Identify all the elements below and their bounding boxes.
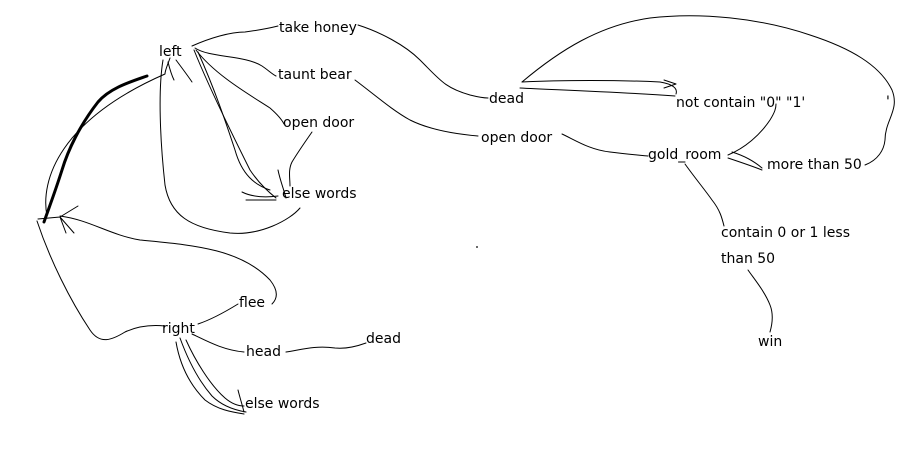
node-win: win xyxy=(758,334,783,350)
edge-right-head xyxy=(191,333,245,353)
start-bold-stroke xyxy=(42,74,149,224)
node-gold-room: gold_room xyxy=(648,147,722,163)
edge-gold-room-more-than-50 xyxy=(727,151,763,171)
node-take-honey: take honey xyxy=(279,20,357,36)
edge-else-words-marks xyxy=(241,169,287,201)
edge-right-else-words xyxy=(179,337,247,413)
edge-right-else-words-mark xyxy=(237,389,245,413)
node-contain-line1: contain 0 or 1 less xyxy=(721,225,850,241)
node-taunt-bear: taunt bear xyxy=(278,67,352,83)
stray-dot xyxy=(476,246,478,248)
edge-start-left xyxy=(45,57,171,217)
edge-head-dead xyxy=(285,342,367,353)
node-flee: flee xyxy=(239,295,266,311)
edge-left-take-honey xyxy=(191,25,279,47)
node-dead-top: dead xyxy=(489,91,524,107)
node-head: head xyxy=(246,344,281,360)
edge-gold-room-not-contain xyxy=(727,103,777,156)
edge-dead-big-loop xyxy=(521,15,895,166)
node-apostrophe: ' xyxy=(886,94,890,110)
edge-dead-not-contain xyxy=(521,79,677,95)
node-contain-line2: than 50 xyxy=(721,251,776,267)
start-fork-mark xyxy=(37,205,79,234)
edge-right-flee xyxy=(197,303,239,325)
node-open-door-mid: open door xyxy=(481,130,553,146)
node-not-contain: not contain "0" "1' xyxy=(676,95,806,111)
node-else-words-right: else words xyxy=(245,396,320,412)
edge-left-else-words-b xyxy=(197,51,271,191)
edge-start-right xyxy=(36,220,166,341)
edge-taunt-bear-open-door xyxy=(354,79,479,137)
edge-left-taunt-bear xyxy=(194,47,277,77)
node-open-door-left: open door xyxy=(283,115,355,131)
edge-left-open-door xyxy=(195,49,285,125)
edge-left-small-tick xyxy=(167,59,193,83)
edge-left-loop xyxy=(159,59,301,234)
edge-start-arc xyxy=(59,215,277,305)
edge-open-door-gold-room xyxy=(561,133,649,157)
node-left: left xyxy=(159,44,182,60)
edge-gold-room-contain xyxy=(684,163,725,227)
edge-take-honey-dead xyxy=(357,24,489,99)
node-more-than-50: more than 50 xyxy=(767,157,862,173)
node-right: right xyxy=(162,321,195,337)
edge-right-else-words-b xyxy=(175,339,245,415)
edge-contain-win xyxy=(747,269,773,333)
edge-dead-baseline xyxy=(519,87,676,97)
node-dead-bottom: dead xyxy=(366,331,401,347)
edge-open-door-else-words xyxy=(289,131,313,187)
node-else-words-left: else words xyxy=(282,186,357,202)
